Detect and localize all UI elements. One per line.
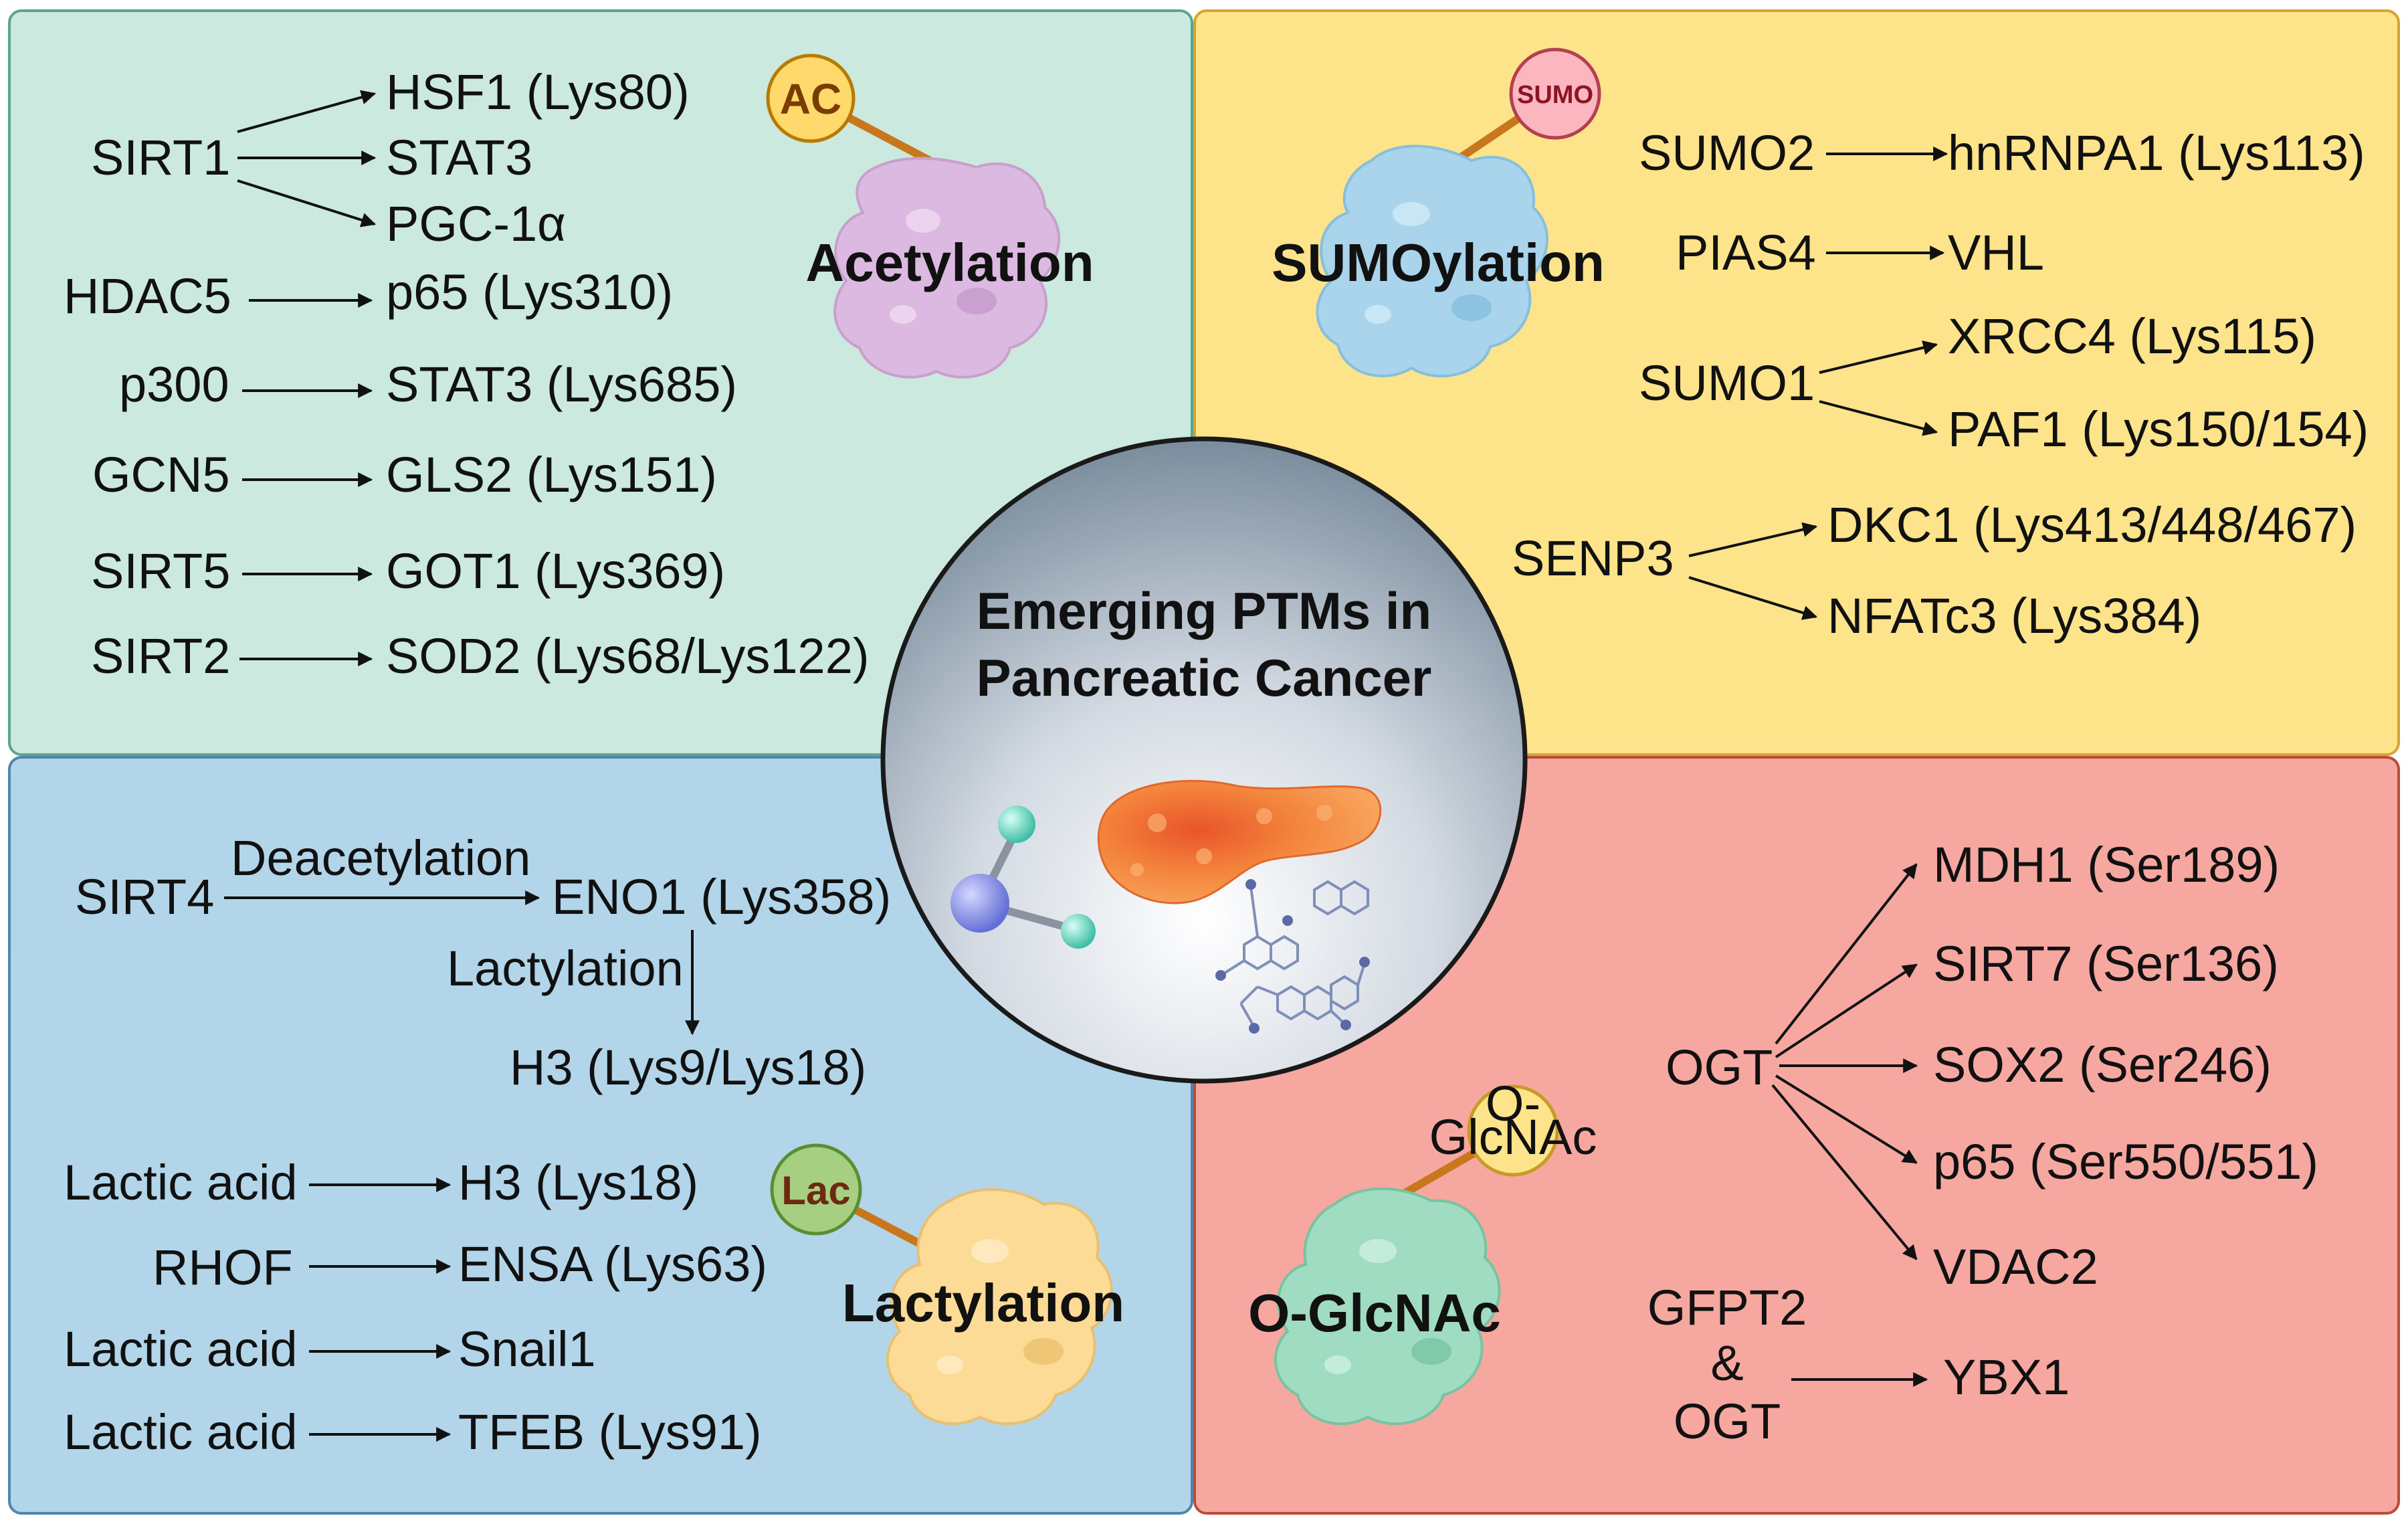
oglcnac-panel	[1193, 756, 2400, 1515]
pancreas-icon	[1097, 779, 1382, 904]
ogt-arrow-1	[1775, 863, 1918, 1045]
ac-badge-icon: AC	[766, 54, 856, 143]
ogt-target-3: SOX2 (Ser246)	[1933, 1037, 2272, 1092]
ogt-target-1: MDH1 (Ser189)	[1933, 837, 2280, 892]
senp3-arrow-1	[1688, 522, 1818, 557]
ac-badge-text: AC	[780, 75, 841, 123]
sirt1-target-1: HSF1 (Lys80)	[386, 64, 690, 120]
sumo-target-2: VHL	[1948, 225, 2044, 280]
acetyl-enzyme-3: GCN5	[92, 447, 230, 502]
senp3-arrow-2	[1688, 576, 1818, 620]
acetylation-title: Acetylation	[805, 233, 1094, 292]
sumoylated-protein-icon	[1316, 90, 1558, 378]
gfpt2-line-2: &	[1710, 1335, 1743, 1391]
lac-target-1: H3 (Lys18)	[458, 1155, 698, 1210]
sirt1-arrow-1	[237, 90, 377, 133]
acetyl-enzyme-1: HDAC5	[64, 268, 231, 324]
lac-enzyme-4: Lactic acid	[64, 1404, 298, 1460]
h3-label: H3 (Lys9/Lys18)	[510, 1040, 866, 1095]
sumoylation-section: SUMO SUMOylation SUMO2 hnRNPA1 (Lys113) …	[1272, 47, 2369, 644]
oglcnac-protein-icon	[1274, 1127, 1515, 1426]
acetyl-target-4: GOT1 (Lys369)	[386, 543, 725, 599]
ogt-arrow-5	[1771, 1084, 1918, 1260]
acetyl-enzyme-2: p300	[119, 357, 229, 412]
oglcnac-section: OGT MDH1 (Ser189) SIRT7 (Ser136) SOX2 (S…	[1248, 837, 2318, 1449]
acetyl-enzyme-4: SIRT5	[91, 543, 230, 599]
sirt1-arrow-3	[237, 179, 377, 227]
sirt1-target-2: STAT3	[386, 130, 532, 185]
oglcnac-title: O-GlcNAc	[1248, 1283, 1501, 1343]
ogt-arrow-4	[1775, 1074, 1918, 1164]
gfpt2-line-1: GFPT2	[1647, 1280, 1807, 1335]
senp3-label: SENP3	[1512, 531, 1674, 586]
lac-enzyme-2: RHOF	[153, 1240, 293, 1295]
ogt-arrow-2	[1775, 963, 1918, 1058]
center-title-line-2: Pancreatic Cancer	[977, 648, 1432, 707]
senp3-target-2: NFATc3 (Lys384)	[1827, 588, 2201, 644]
lac-badge-text: Lac	[781, 1168, 850, 1213]
lactylation-section: SIRT4 Deacetylation ENO1 (Lys358) Lactyl…	[64, 830, 1124, 1460]
oglcnac-badge-text-1: O-	[1486, 1076, 1540, 1131]
acetylated-protein-icon	[814, 96, 1061, 379]
sumo1-arrow-2	[1819, 400, 1938, 436]
deacetylation-label: Deacetylation	[231, 830, 530, 886]
sumo1-arrow-1	[1819, 340, 1938, 374]
lactylated-protein-icon	[817, 1187, 1113, 1426]
lac-badge-icon: Lac	[770, 1143, 862, 1236]
sumo-target-1: hnRNPA1 (Lys113)	[1948, 125, 2365, 181]
sumo1-target-2: PAF1 (Lys150/154)	[1948, 401, 2369, 457]
lac-enzyme-1: Lactic acid	[64, 1155, 298, 1210]
sirt4-label: SIRT4	[75, 869, 214, 925]
sumoylation-title: SUMOylation	[1272, 233, 1605, 292]
gfpt2-line-3: OGT	[1674, 1394, 1781, 1449]
lac-target-3: Snail1	[458, 1321, 596, 1377]
senp3-target-1: DKC1 (Lys413/448/467)	[1827, 497, 2356, 553]
sumo-badge-text: SUMO	[1517, 81, 1593, 109]
sumo1-target-1: XRCC4 (Lys115)	[1948, 308, 2316, 364]
ogt-label: OGT	[1666, 1040, 1773, 1095]
lac-enzyme-3: Lactic acid	[64, 1321, 298, 1377]
oglcnac-badge-text-2: GlcNAc	[1429, 1109, 1597, 1165]
sumo-badge-icon: SUMO	[1509, 47, 1601, 140]
ogt-target-2: SIRT7 (Ser136)	[1933, 936, 2279, 991]
lac-target-2: ENSA (Lys63)	[458, 1236, 767, 1292]
ogt-target-4: p65 (Ser550/551)	[1933, 1134, 2318, 1189]
sumo1-label: SUMO1	[1639, 355, 1815, 411]
acetyl-target-3: GLS2 (Lys151)	[386, 447, 717, 502]
lac-target-4: TFEB (Lys91)	[458, 1404, 762, 1460]
center-title-line-1: Emerging PTMs in	[977, 581, 1431, 640]
oglcnac-badge-icon: O- GlcNAc	[1429, 1076, 1597, 1177]
sirt1-target-3: PGC-1α	[386, 196, 566, 252]
sirt1-label: SIRT1	[91, 130, 230, 185]
acetyl-target-2: STAT3 (Lys685)	[386, 357, 737, 412]
acetyl-enzyme-5: SIRT2	[91, 628, 230, 684]
eno1-label: ENO1 (Lys358)	[552, 869, 891, 925]
acetylation-section: SIRT1 HSF1 (Lys80) STAT3 PGC-1α HDAC5 p6…	[64, 54, 1094, 684]
sumo-enzyme-1: SUMO2	[1639, 125, 1815, 181]
lactylation-step-label: Lactylation	[447, 941, 684, 996]
sumo-enzyme-2: PIAS4	[1676, 225, 1816, 280]
gfpt2-target: YBX1	[1943, 1349, 2070, 1405]
lactylation-title: Lactylation	[842, 1273, 1124, 1333]
ogt-target-5: VDAC2	[1933, 1239, 2098, 1295]
acetyl-target-5: SOD2 (Lys68/Lys122)	[386, 628, 870, 684]
acetyl-target-1: p65 (Lys310)	[386, 264, 673, 320]
chemical-structure-icon	[1215, 879, 1370, 1034]
center-hub: Emerging PTMs in Pancreatic Cancer	[880, 436, 1528, 1084]
molecule-icon	[950, 805, 1096, 949]
